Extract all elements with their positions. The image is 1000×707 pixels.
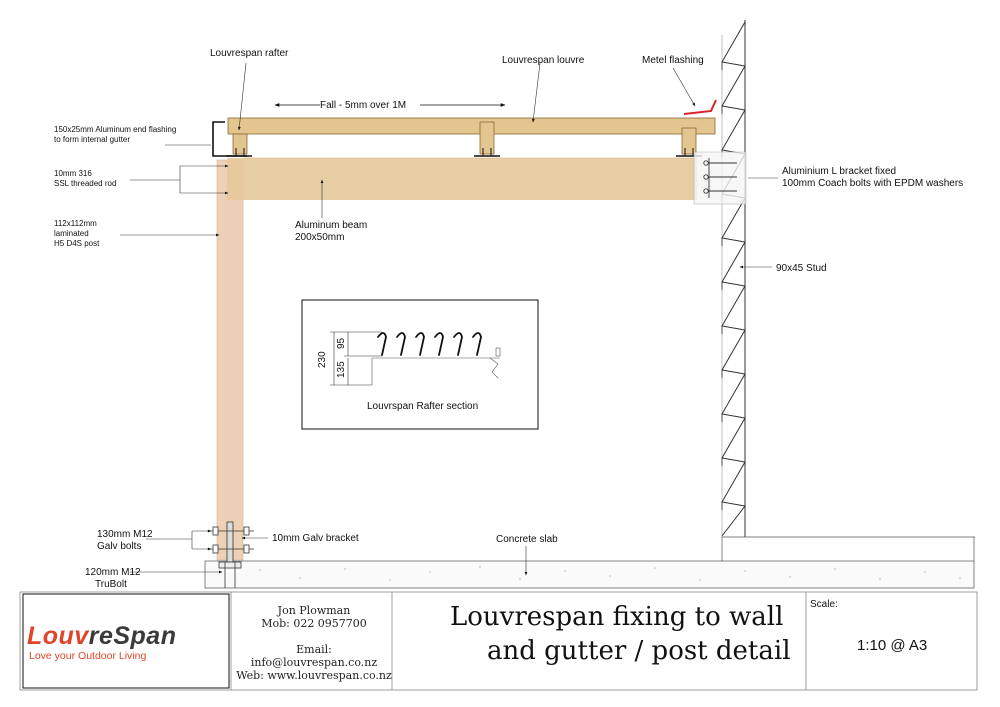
- title-line-2: and gutter / post detail: [487, 636, 791, 666]
- label-trubolt-1: 120mm M12: [85, 567, 141, 578]
- dim-230: 230: [317, 351, 328, 368]
- logo-wordmark: LouvreSpan: [27, 622, 176, 651]
- contact-block: Jon Plowman Mob: 022 0957700 Email: info…: [236, 604, 392, 682]
- dim-135: 135: [336, 361, 347, 378]
- logo-frame: [22, 593, 230, 689]
- louvre-rafter-assembly: [226, 117, 716, 157]
- scale-value: 1:10 @ A3: [857, 637, 928, 654]
- contact-email[interactable]: Email: info@louvrespan.co.nz: [250, 643, 378, 669]
- title-block-frame: [19, 591, 978, 691]
- label-galv-bolts-2: Galv bolts: [97, 541, 141, 552]
- label-galv-bolts-1: 130mm M12: [97, 529, 153, 540]
- label-bracket-1: Aluminium L bracket fixed: [782, 166, 896, 177]
- wall-cladding: [721, 20, 975, 538]
- contact-name: Jon Plowman: [277, 604, 351, 617]
- label-post-1: 112x112mm: [54, 219, 97, 228]
- scale-label: Scale:: [810, 599, 838, 610]
- label-beam-2: 200x50mm: [295, 232, 344, 243]
- label-rod-2: SSL threaded rod: [54, 179, 116, 188]
- logo-part-1: Louv: [27, 622, 89, 650]
- dim-95: 95: [336, 337, 347, 349]
- label-rod-1: 10mm 316: [54, 169, 92, 178]
- company-logo: LouvreSpan Love your Outdoor Living: [23, 594, 229, 690]
- label-galv-bracket: 10mm Galv bracket: [272, 533, 359, 544]
- end-flashing: [212, 121, 247, 157]
- rafter-section-inset: 230 95 135 Louvrspan Rafter section: [301, 299, 539, 430]
- label-end-flashing-1: 150x25mm Aluminum end flashing: [54, 125, 176, 134]
- label-bracket-2: 100mm Coach bolts with EPDM washers: [782, 178, 963, 189]
- metal-flashing: [683, 99, 717, 115]
- contact-web[interactable]: Web: www.louvrespan.co.nz: [236, 669, 392, 682]
- label-beam-1: Aluminum beam: [295, 220, 367, 231]
- logo-part-3: Span: [113, 622, 177, 650]
- concrete-slab: [204, 537, 975, 589]
- fall-label: Fall - 5mm over 1M: [320, 100, 406, 111]
- label-stud: 90x45 Stud: [776, 263, 827, 274]
- post: [216, 159, 244, 561]
- label-post-2: laminated: [54, 229, 89, 238]
- drawing-title: Louvrespan fixing to wall and gutter / p…: [395, 600, 805, 668]
- label-louvre: Louvrespan louvre: [502, 55, 585, 66]
- galv-bracket: [207, 521, 254, 588]
- aluminum-beam: [227, 158, 697, 200]
- leader-lines: [120, 62, 778, 576]
- label-post-3: H5 D4S post: [54, 239, 100, 248]
- logo-part-2: re: [88, 622, 114, 650]
- label-rafter: Louvrespan rafter: [210, 48, 289, 59]
- label-trubolt-2: TruBolt: [95, 579, 127, 590]
- l-bracket: [693, 151, 747, 205]
- label-slab: Concrete slab: [496, 534, 558, 545]
- label-end-flashing-2: to form internal gutter: [54, 135, 130, 144]
- section-title: Louvrspan Rafter section: [367, 401, 478, 412]
- title-line-1: Louvrespan fixing to wall: [450, 602, 784, 632]
- logo-tagline: Love your Outdoor Living: [29, 650, 147, 662]
- contact-mobile: Mob: 022 0957700: [261, 617, 367, 630]
- label-flashing: Metel flashing: [642, 55, 704, 66]
